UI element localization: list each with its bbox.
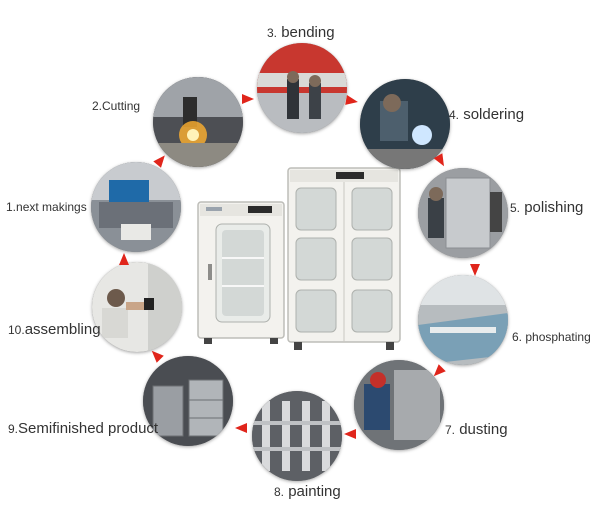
dry-cabinet-large-image (286, 166, 402, 352)
arrow-3-to-4 (343, 92, 362, 111)
step-number: 4. (449, 108, 459, 122)
arrow-5-to-6 (467, 262, 483, 278)
arrow-7-to-8 (342, 426, 358, 442)
step-label-painting: 8. painting (274, 483, 341, 500)
arrow-2-to-3 (240, 91, 256, 107)
step-photo-bending (257, 43, 347, 133)
step-number: 1. (6, 200, 16, 214)
step-title: bending (281, 24, 334, 41)
step-number: 8. (274, 485, 284, 499)
step-photo-polishing (418, 168, 508, 258)
step-photo-assembling (92, 262, 182, 352)
step-number: 7. (445, 423, 455, 437)
step-number: 5. (510, 201, 520, 215)
step-photo-next-makings (91, 162, 181, 252)
step-number: 6. (512, 330, 522, 344)
step-label-soldering: 4. soldering (449, 106, 524, 123)
step-title: next makings (16, 200, 87, 214)
step-photo-painting (252, 391, 342, 481)
step-title: painting (288, 483, 341, 500)
step-number: 2. (92, 99, 102, 113)
arrow-8-to-9 (233, 420, 249, 436)
step-title: dusting (459, 421, 507, 438)
step-title: assembling (25, 321, 101, 338)
step-title: soldering (463, 106, 524, 123)
step-label-bending: 3. bending (267, 24, 335, 41)
step-label-assembling: 10.assembling (8, 321, 101, 338)
step-number: 10. (8, 323, 25, 337)
step-label-semifinished-product: 9.Semifinished product (8, 420, 158, 437)
step-label-phosphating: 6. phosphating (512, 330, 591, 344)
arrow-10-to-1 (116, 251, 132, 267)
step-title: Semifinished product (18, 420, 158, 437)
step-title: polishing (524, 199, 583, 216)
dry-cabinet-small-image (196, 200, 286, 346)
step-label-cutting: 2.Cutting (92, 99, 140, 113)
step-title: Cutting (102, 99, 140, 113)
step-label-dusting: 7. dusting (445, 421, 508, 438)
step-photo-phosphating (418, 275, 508, 365)
step-number: 9. (8, 422, 18, 436)
step-label-next-makings: 1.next makings (6, 200, 87, 214)
step-title: phosphating (525, 330, 590, 344)
step-number: 3. (267, 26, 277, 40)
step-label-polishing: 5. polishing (510, 199, 583, 216)
